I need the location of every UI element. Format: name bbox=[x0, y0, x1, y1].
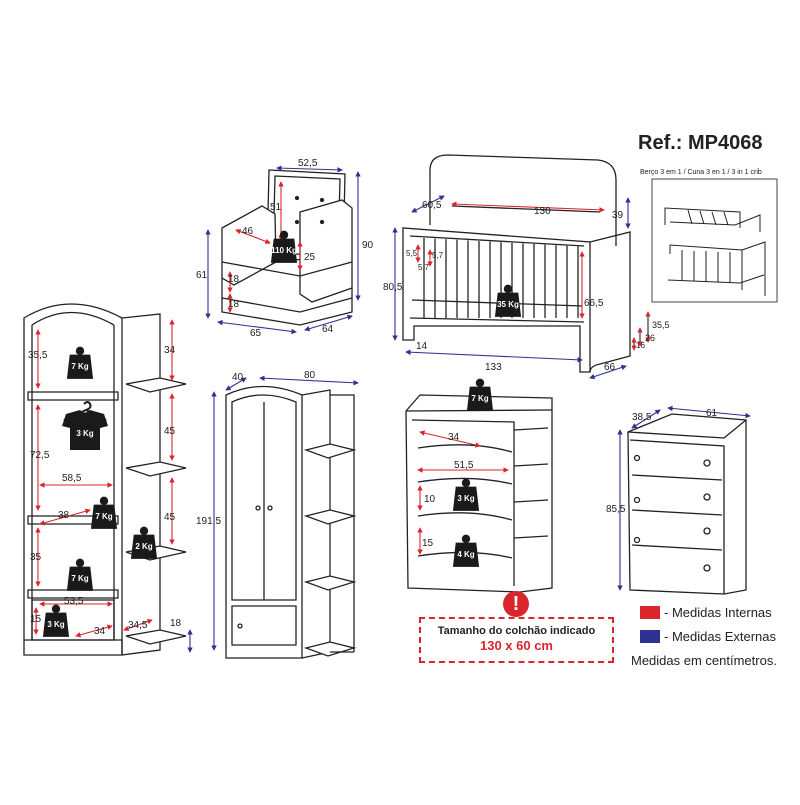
dim-chest-85-5: 85,5 bbox=[606, 504, 626, 515]
dim-shelf-53-5: 53,5 bbox=[64, 596, 84, 607]
dim-shelf-72-5: 72,5 bbox=[30, 450, 50, 461]
reference-code: Ref.: MP4068 bbox=[638, 132, 763, 154]
dim-crib-66-5: 66,5 bbox=[584, 298, 604, 309]
crib-conversion-caption: Berço 3 em 1 / Cuna 3 en 1 / 3 in 1 crib bbox=[640, 169, 762, 176]
dim-wardrobe-80: 80 bbox=[304, 370, 316, 381]
weight-tag-shelf-drawer: 3 Kg bbox=[42, 604, 70, 637]
weight-shelf-hanger-value: 3 Kg bbox=[76, 429, 93, 438]
weight-shelf-top-value: 7 Kg bbox=[71, 362, 88, 371]
dim-armchair-18-a: 18 bbox=[228, 274, 240, 285]
shelf-unit-drawing bbox=[23, 303, 187, 656]
weight-tag-armchair: 110 Kg bbox=[270, 230, 298, 263]
weight-armchair-value: 110 Kg bbox=[271, 246, 297, 255]
dim-crib-5-7-b: 5,7 bbox=[418, 263, 430, 272]
dim-shelf-38: 38 bbox=[58, 510, 70, 521]
weight-dresser-mid-value: 3 Kg bbox=[457, 494, 474, 503]
weight-tag-shelf-mid: 7 Kg bbox=[90, 496, 118, 529]
dim-shelf-35: 35 bbox=[30, 552, 42, 563]
dim-armchair-51: 51 bbox=[270, 202, 282, 213]
dim-shelf-58-5: 58,5 bbox=[62, 473, 82, 484]
hanger-icon bbox=[63, 401, 107, 421]
dim-crib-60-5: 60,5 bbox=[422, 200, 442, 211]
dim-armchair-90: 90 bbox=[362, 240, 374, 251]
dim-crib-26: 26 bbox=[645, 333, 655, 343]
dim-crib-80-5: 80,5 bbox=[383, 282, 403, 293]
warning-icon: ! bbox=[503, 591, 529, 617]
weight-tag-shelf-low: 7 Kg bbox=[66, 558, 94, 591]
weight-tag-dresser-mid: 3 Kg bbox=[452, 478, 480, 511]
wardrobe-drawing bbox=[225, 385, 357, 659]
dim-armchair-64: 64 bbox=[322, 324, 334, 335]
dim-armchair-46: 46 bbox=[242, 226, 254, 237]
dim-shelf-45-b: 45 bbox=[164, 512, 176, 523]
mattress-size-value: 130 x 60 cm bbox=[479, 638, 553, 653]
dim-dresser-51-5: 51,5 bbox=[454, 460, 474, 471]
dim-dresser-15: 15 bbox=[422, 538, 434, 549]
dim-crib-14: 14 bbox=[416, 341, 428, 352]
weight-tag-dresser-low: 4 Kg bbox=[452, 534, 480, 567]
dim-crib-16: 16 bbox=[636, 341, 645, 350]
dimension-labels: 52,5 51 46 25 90 61 18 18 65 64 60,5 130… bbox=[28, 158, 718, 637]
crib-conversion-inset bbox=[651, 178, 778, 303]
dim-crib-130: 130 bbox=[534, 206, 551, 217]
dim-shelf-34-5: 34,5 bbox=[128, 620, 148, 631]
dim-chest-38-5: 38,5 bbox=[632, 412, 652, 423]
dim-shelf-15: 15 bbox=[30, 614, 42, 625]
dim-armchair-18-b: 18 bbox=[228, 299, 240, 310]
dim-dresser-10: 10 bbox=[424, 494, 436, 505]
weight-tags: 110 Kg 35 Kg 7 Kg 3 Kg 7 Kg 2 Kg 7 Kg bbox=[42, 230, 522, 637]
dim-dresser-34: 34 bbox=[448, 432, 460, 443]
weight-tag-shelf-hanger: 3 Kg bbox=[62, 401, 108, 450]
weight-shelf-drawer-value: 3 Kg bbox=[47, 620, 64, 629]
crib-slats bbox=[423, 238, 579, 318]
dim-shelf-34-b: 34 bbox=[94, 626, 106, 637]
legend-internal: - Medidas Internas bbox=[640, 605, 772, 620]
dim-crib-5-5: 5,5 bbox=[406, 249, 418, 258]
dim-shelf-35-5: 35,5 bbox=[28, 350, 48, 361]
weight-shelf-side-value: 2 Kg bbox=[135, 542, 152, 551]
dim-wardrobe-191-5: 191,5 bbox=[196, 516, 221, 527]
weight-crib-value: 35 Kg bbox=[497, 300, 519, 309]
dim-shelf-18: 18 bbox=[170, 618, 182, 629]
dim-crib-66: 66 bbox=[604, 362, 616, 373]
legend-internal-swatch bbox=[640, 606, 660, 619]
weight-shelf-mid-value: 7 Kg bbox=[95, 512, 112, 521]
legend-internal-label: - Medidas Internas bbox=[664, 605, 772, 620]
dimension-lines bbox=[33, 165, 751, 653]
dim-wardrobe-40: 40 bbox=[232, 372, 244, 383]
weight-tag-dresser-top: 7 Kg bbox=[466, 378, 494, 411]
dim-crib-133: 133 bbox=[485, 362, 502, 373]
weight-tag-crib: 35 Kg bbox=[494, 284, 522, 317]
mattress-size-box: Tamanho do colchão indicado 130 x 60 cm bbox=[419, 617, 614, 663]
shirt-icon bbox=[62, 410, 108, 450]
dim-armchair-52-5: 52,5 bbox=[298, 158, 318, 169]
weight-dresser-top-value: 7 Kg bbox=[471, 394, 488, 403]
dim-crib-35-5: 35,5 bbox=[652, 320, 670, 330]
legend-external-swatch bbox=[640, 630, 660, 643]
weight-shelf-low-value: 7 Kg bbox=[71, 574, 88, 583]
dim-armchair-65: 65 bbox=[250, 328, 262, 339]
weight-tag-shelf-top: 7 Kg bbox=[66, 346, 94, 379]
weight-dresser-low-value: 4 Kg bbox=[457, 550, 474, 559]
dim-armchair-61: 61 bbox=[196, 270, 208, 281]
dim-chest-61: 61 bbox=[706, 408, 718, 419]
chest-drawing bbox=[627, 413, 747, 595]
weight-tag-shelf-side: 2 Kg bbox=[130, 526, 158, 559]
dim-shelf-45-a: 45 bbox=[164, 426, 176, 437]
dim-crib-39: 39 bbox=[612, 210, 624, 221]
dim-armchair-25: 25 bbox=[304, 252, 316, 263]
units-note: Medidas em centímetros. bbox=[631, 653, 777, 668]
crib-drawing bbox=[402, 154, 631, 373]
legend-external: - Medidas Externas bbox=[640, 629, 776, 644]
dim-shelf-34-a: 34 bbox=[164, 345, 176, 356]
mattress-size-label: Tamanho do colchão indicado bbox=[437, 625, 596, 637]
legend-external-label: - Medidas Externas bbox=[664, 629, 776, 644]
dim-crib-5-7-a: 5,7 bbox=[432, 251, 444, 260]
